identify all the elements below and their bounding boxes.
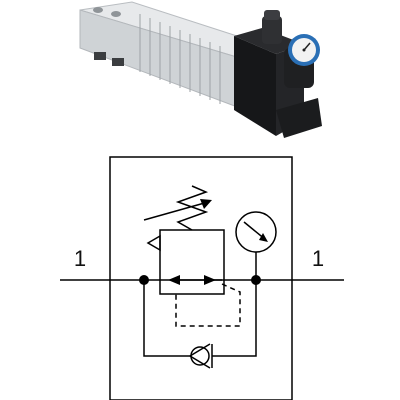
pneumatic-symbol: 1 1 <box>60 156 344 400</box>
bypass-line-return <box>212 280 257 357</box>
junction-dot <box>251 275 261 285</box>
bypass-line <box>143 280 190 357</box>
mounting-clip <box>112 58 124 66</box>
mounting-hole <box>93 7 103 13</box>
adjusting-knob-top <box>264 10 280 20</box>
base-plate-ribs <box>139 14 221 104</box>
port-left-label: 1 <box>74 246 86 271</box>
product-photo <box>79 1 322 138</box>
symbol-frame <box>109 156 293 400</box>
check-valve-seat <box>189 355 211 369</box>
regulator-foot <box>276 98 322 138</box>
regulator-body-side <box>234 36 276 136</box>
adjustable-spring <box>175 185 209 231</box>
port-right-label: 1 <box>312 246 324 271</box>
adjusting-knob <box>262 16 282 44</box>
regulator-valve-box <box>159 229 225 295</box>
spring-adjust-arrow <box>200 199 212 209</box>
pilot-triangle <box>146 234 161 252</box>
pilot-feedback-line <box>175 283 241 327</box>
pressure-gauge-icon <box>284 34 320 88</box>
valve-flow-arrow-right <box>204 275 216 285</box>
mounting-hole <box>111 11 121 17</box>
junction-dot <box>139 275 149 285</box>
spring-adjust-line <box>143 201 209 221</box>
mounting-clip <box>94 52 106 60</box>
pressure-regulator-plate-icon <box>79 1 322 138</box>
gauge-needle-arrow <box>259 233 268 242</box>
valve-flow-arrow-left <box>168 275 180 285</box>
check-valve-seat <box>189 343 211 357</box>
